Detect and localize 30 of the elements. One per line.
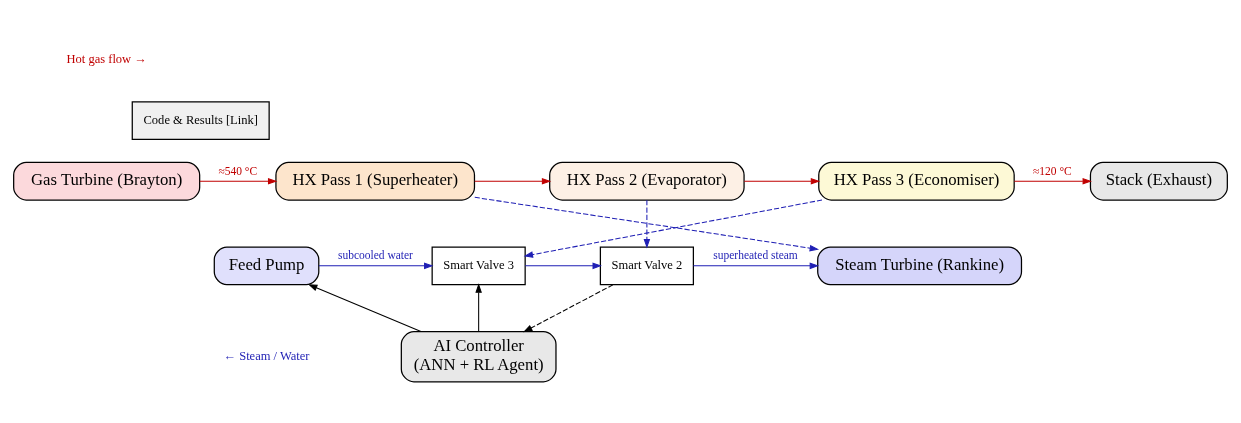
arrow [524,262,602,270]
arrow [1013,177,1092,185]
arrow [308,284,422,333]
label: ← Steam / Water [223,348,310,363]
edge-label: subcooled water [337,249,413,262]
arrow [743,177,821,185]
arrow [474,177,552,185]
node-box: HX Pass 1 (Superheater) [275,161,476,201]
node-box: AI Controller (ANN + RL Agent) [400,331,557,383]
node-box: Feed Pump [213,246,320,286]
node-box: HX Pass 3 (Economiser) [818,161,1015,201]
node-box: Stack (Exhaust) [1089,161,1228,201]
node-box: HX Pass 2 (Evaporator) [549,161,745,201]
edge-label: superheated steam [713,249,798,262]
arrow [523,199,823,258]
arrow [318,262,434,270]
label: Hot gas flow → [66,52,147,67]
arrow [474,196,820,252]
node-box: Code & Results [Link] [131,101,270,141]
edge-label: ≈540 °C [218,164,258,177]
node-box: Steam Turbine (Rankine) [817,246,1023,286]
arrow [523,284,614,333]
arrow [199,177,278,185]
node-box: Gas Turbine (Brayton) [13,161,201,201]
edge-label: ≈120 °C [1032,164,1072,177]
arrow [643,199,651,249]
arrow [692,262,820,270]
arrow [475,283,482,332]
node-box: Smart Valve 3 [431,246,526,286]
node-box: Smart Valve 2 [599,246,694,286]
